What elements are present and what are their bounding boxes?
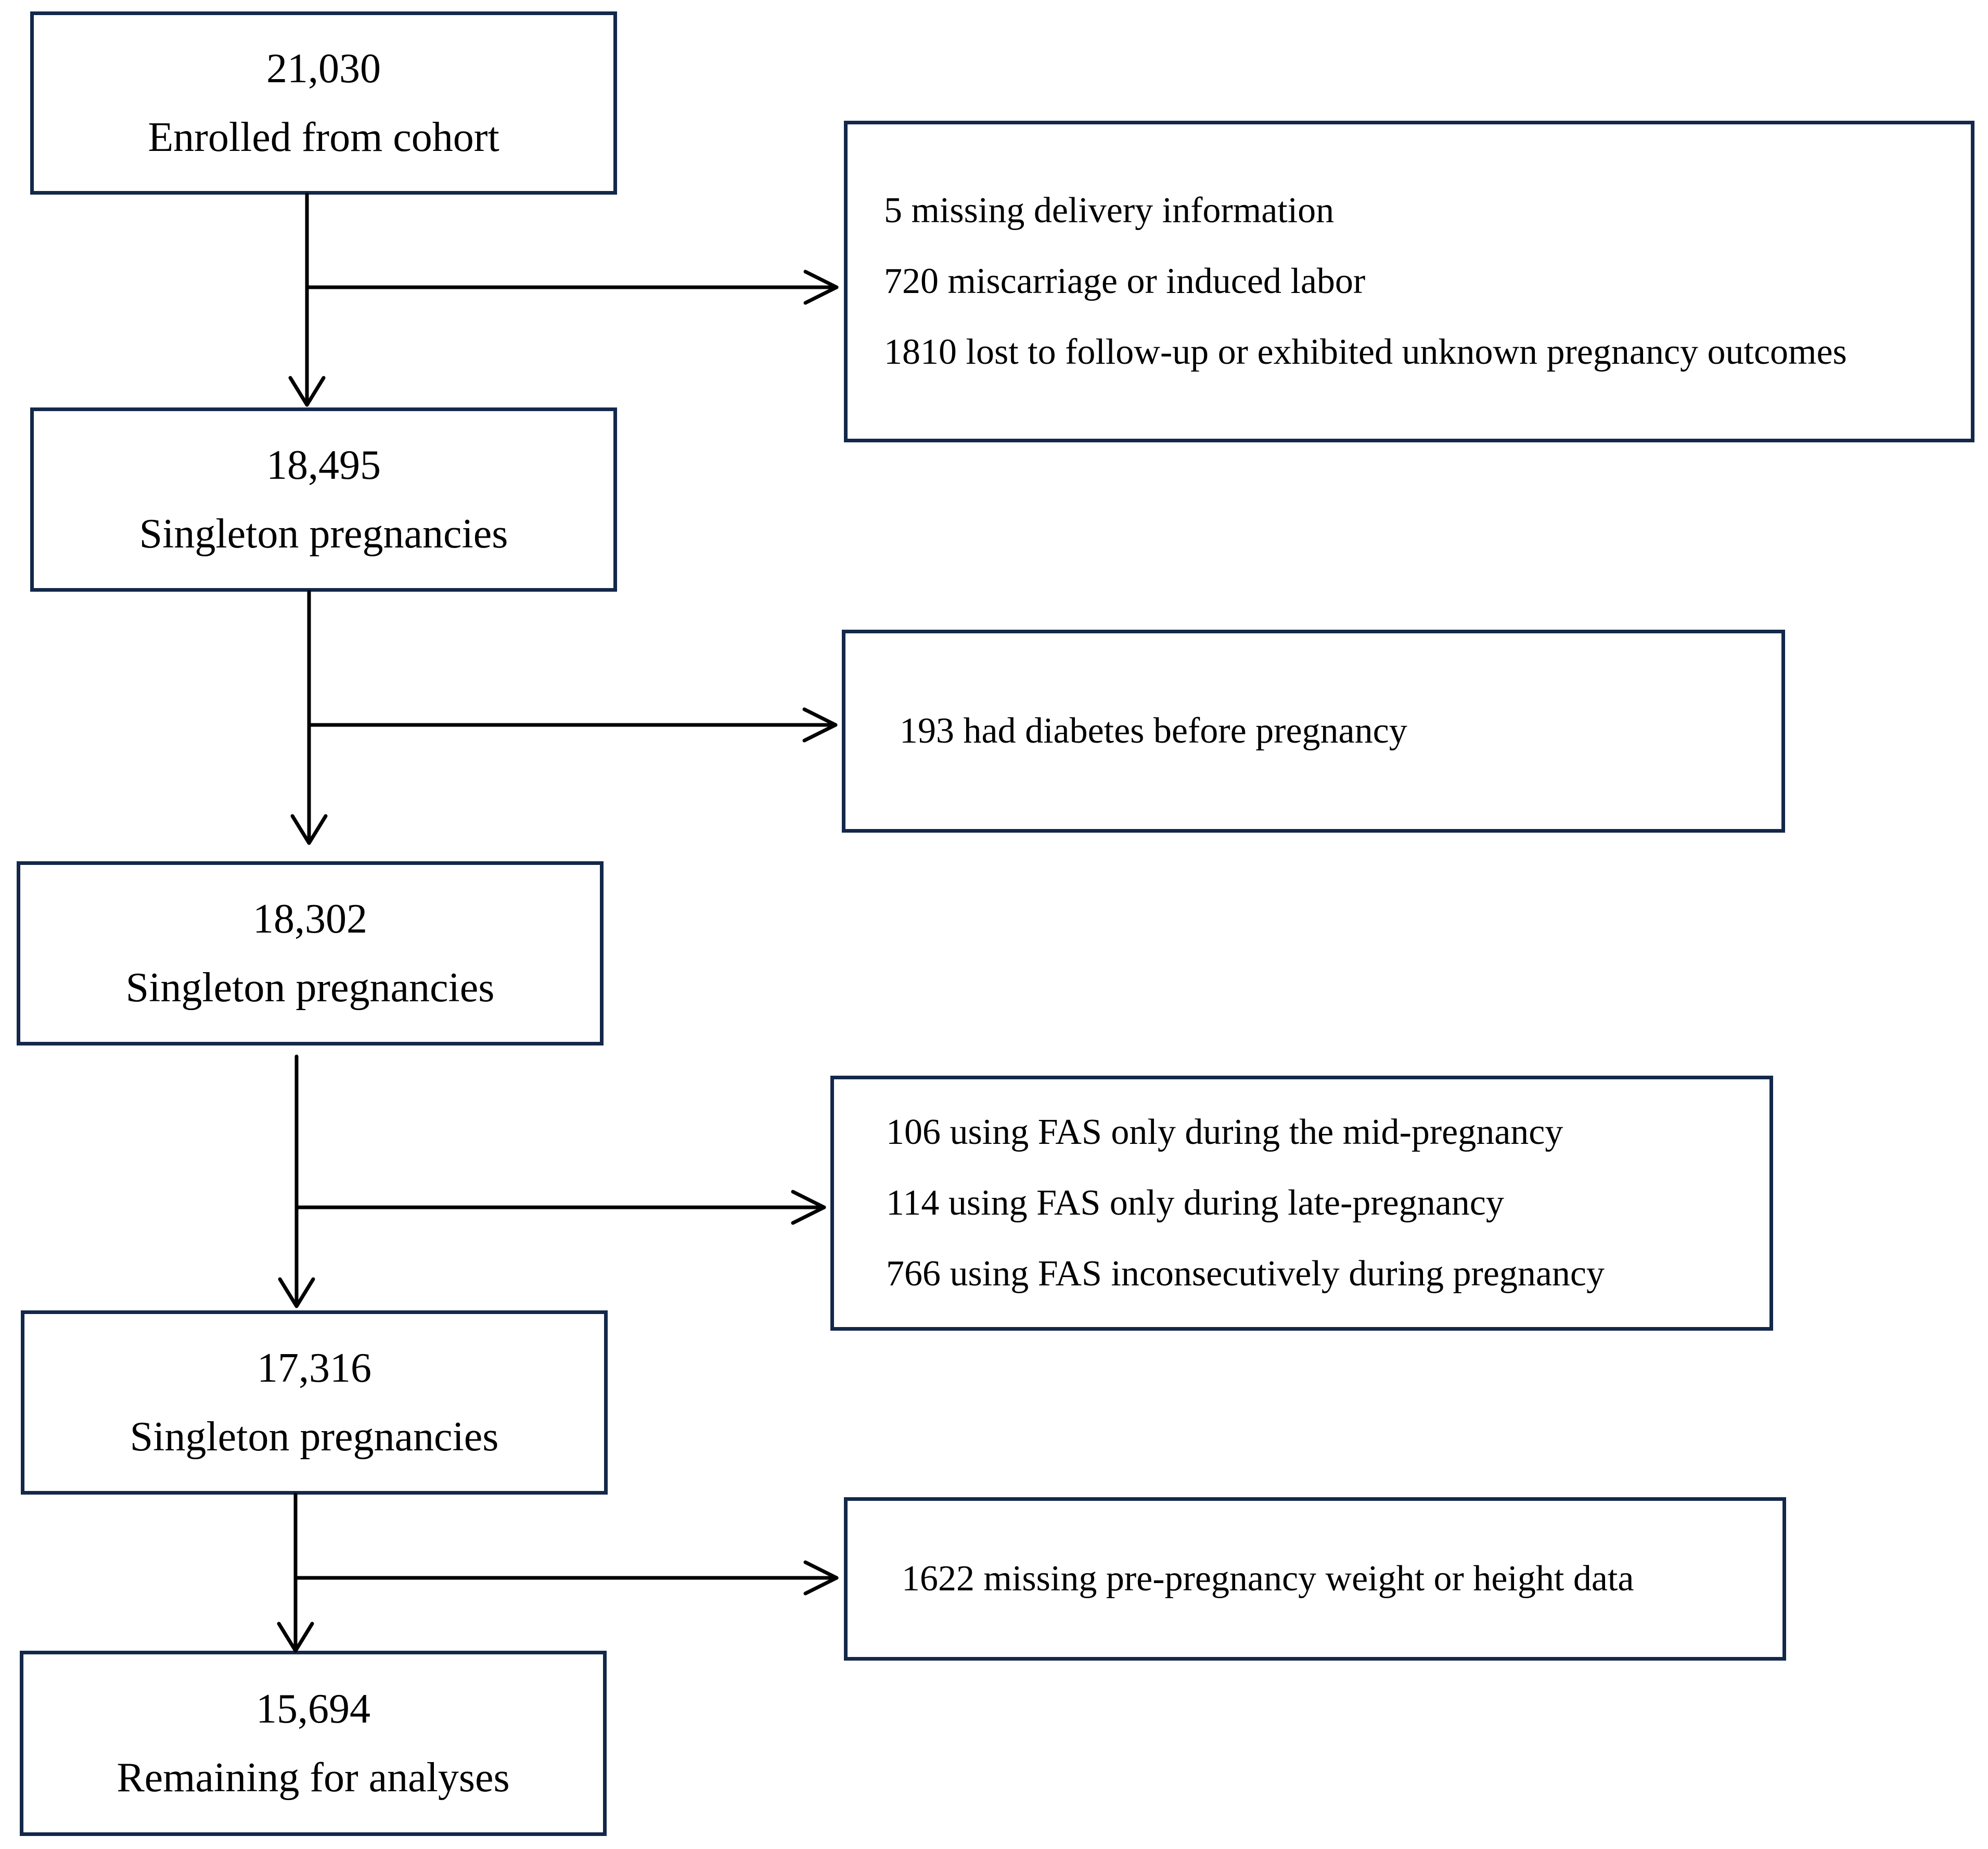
stage-label: Singleton pregnancies bbox=[125, 965, 495, 1011]
branch-arrowhead-3 bbox=[791, 1190, 826, 1225]
stage-count: 21,030 bbox=[266, 46, 381, 92]
stage-count: 18,495 bbox=[266, 442, 381, 488]
exclusion-line: 106 using FAS only during the mid-pregna… bbox=[886, 1112, 1563, 1152]
stage-box-singleton-3: 17,316 Singleton pregnancies bbox=[21, 1310, 608, 1495]
stage-label: Remaining for analyses bbox=[117, 1755, 510, 1801]
exclusion-line: 1810 lost to follow-up or exhibited unkn… bbox=[884, 332, 1847, 372]
down-arrowhead-4 bbox=[277, 1622, 314, 1653]
stage-label: Singleton pregnancies bbox=[139, 511, 508, 557]
stage-count: 15,694 bbox=[256, 1686, 370, 1732]
stage-box-enrolled: 21,030 Enrolled from cohort bbox=[30, 11, 617, 195]
stage-count: 17,316 bbox=[257, 1345, 371, 1391]
branch-arrowhead-1 bbox=[803, 270, 839, 305]
exclusion-box-3: 106 using FAS only during the mid-pregna… bbox=[830, 1076, 1773, 1331]
exclusion-line: 114 using FAS only during late-pregnancy bbox=[886, 1183, 1504, 1223]
down-arrowhead-1 bbox=[288, 376, 326, 407]
exclusion-box-4: 1622 missing pre-pregnancy weight or hei… bbox=[844, 1497, 1786, 1661]
exclusion-line: 193 had diabetes before pregnancy bbox=[900, 711, 1407, 751]
exclusion-line: 1622 missing pre-pregnancy weight or hei… bbox=[902, 1559, 1634, 1599]
exclusion-line: 720 miscarriage or induced labor bbox=[884, 261, 1366, 301]
stage-label: Enrolled from cohort bbox=[148, 114, 499, 160]
branch-arrowhead-4 bbox=[803, 1560, 839, 1596]
stage-count: 18,302 bbox=[253, 896, 367, 942]
branch-arrowhead-2 bbox=[802, 707, 838, 743]
stage-box-remaining: 15,694 Remaining for analyses bbox=[20, 1651, 607, 1836]
down-arrowhead-2 bbox=[290, 814, 328, 845]
exclusion-box-1: 5 missing delivery information 720 misca… bbox=[844, 121, 1974, 442]
down-arrowhead-3 bbox=[278, 1277, 315, 1308]
exclusion-line: 5 missing delivery information bbox=[884, 190, 1335, 231]
stage-box-singleton-1: 18,495 Singleton pregnancies bbox=[30, 407, 617, 592]
exclusion-box-2: 193 had diabetes before pregnancy bbox=[842, 630, 1785, 833]
stage-box-singleton-2: 18,302 Singleton pregnancies bbox=[17, 861, 604, 1045]
stage-label: Singleton pregnancies bbox=[130, 1414, 499, 1460]
exclusion-line: 766 using FAS inconsecutively during pre… bbox=[886, 1254, 1605, 1294]
